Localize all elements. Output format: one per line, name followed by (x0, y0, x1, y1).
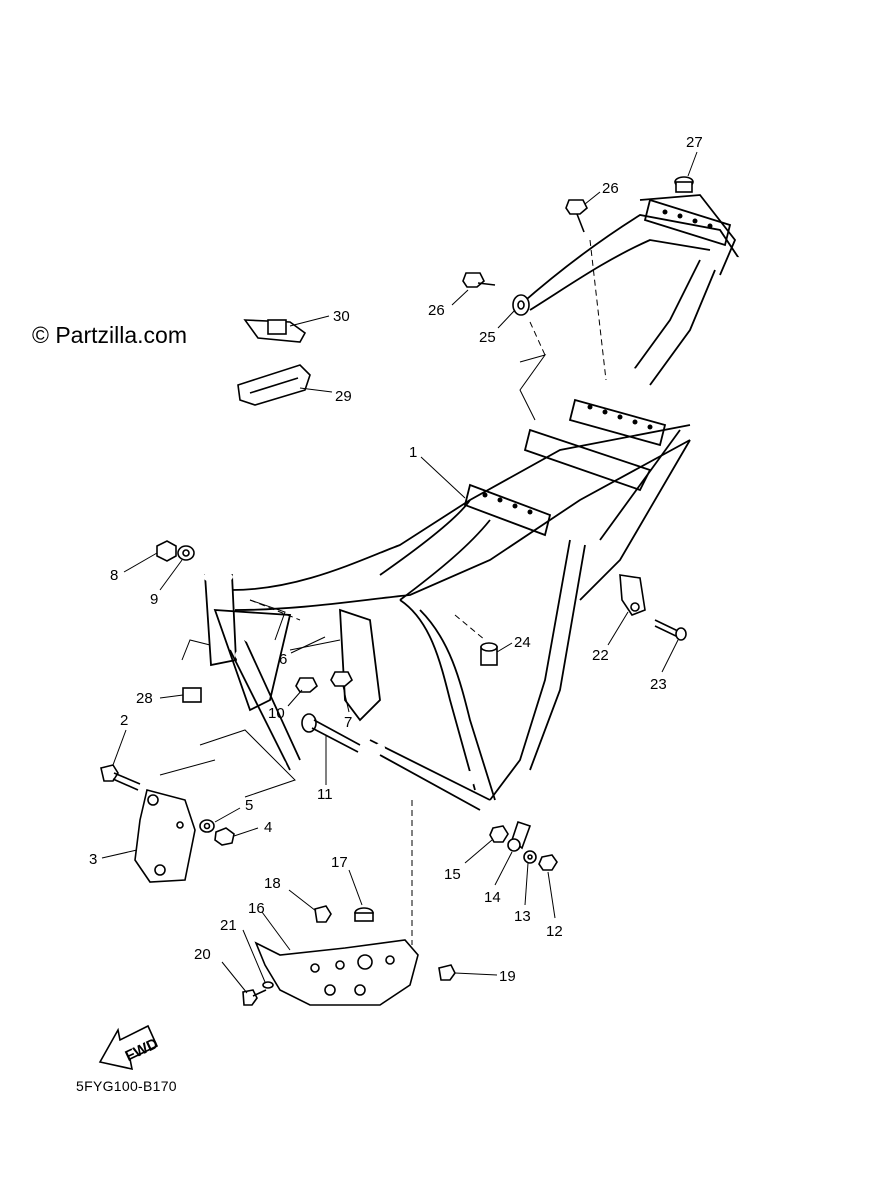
part-washer-5 (199, 819, 215, 833)
part-pad-29 (237, 364, 311, 406)
callout-29: 29 (335, 388, 352, 405)
callout-19: 19 (499, 968, 516, 985)
callout-18: 18 (264, 875, 281, 892)
callout-1: 1 (409, 444, 417, 461)
part-collar-25 (512, 294, 530, 316)
callout-3: 3 (89, 851, 97, 868)
callout-30: 30 (333, 308, 350, 325)
rear-subframe (519, 194, 744, 391)
part-long-bolt-11 (301, 713, 361, 753)
fwd-arrow-icon: FWD (98, 1024, 161, 1071)
part-sensor-28 (182, 687, 202, 703)
part-nut-12 (538, 854, 558, 871)
callout-22: 22 (592, 647, 609, 664)
part-bolt-20 (242, 989, 267, 1006)
callout-23: 23 (650, 676, 667, 693)
catalog-code: 5FYG100-B170 (76, 1078, 177, 1094)
part-plate-14 (507, 820, 532, 852)
callout-13: 13 (514, 908, 531, 925)
callout-16: 16 (248, 900, 265, 917)
part-washer-13 (523, 850, 537, 864)
part-cap-17 (354, 907, 374, 922)
part-bolt-18 (314, 905, 332, 923)
alignment-lines (159, 239, 607, 945)
part-bolt-27 (674, 176, 694, 193)
callout-9: 9 (150, 591, 158, 608)
callout-12: 12 (546, 923, 563, 940)
part-bolt-26-lower (462, 272, 496, 288)
callout-7: 7 (344, 714, 352, 731)
callout-27: 27 (686, 134, 703, 151)
part-nut-8 (156, 540, 177, 562)
callout-21: 21 (220, 917, 237, 934)
leader-lines (101, 151, 698, 994)
callout-24: 24 (514, 634, 531, 651)
callout-20: 20 (194, 946, 211, 963)
part-collar-24 (480, 642, 498, 666)
watermark: © Partzilla.com (32, 322, 187, 348)
callout-14: 14 (484, 889, 501, 906)
callout-8: 8 (110, 567, 118, 584)
callout-28: 28 (136, 690, 153, 707)
part-nut-4 (214, 827, 235, 846)
callout-17: 17 (331, 854, 348, 871)
callout-26-lower: 26 (428, 302, 445, 319)
part-bolt-7 (330, 671, 353, 687)
callout-25: 25 (479, 329, 496, 346)
part-bracket-22 (619, 574, 646, 616)
callout-5: 5 (245, 797, 253, 814)
callout-4: 4 (264, 819, 272, 836)
part-washer-21 (262, 981, 274, 989)
part-clip-30 (243, 319, 307, 343)
part-nut-15 (489, 825, 509, 843)
callout-10: 10 (268, 705, 285, 722)
part-bolt-26-upper (565, 199, 588, 233)
part-skid-plate-16 (254, 939, 419, 1006)
part-bolt-2 (100, 764, 141, 791)
callout-6: 6 (279, 651, 287, 668)
part-washer-9 (177, 545, 195, 561)
part-bracket-3 (134, 789, 196, 883)
callout-11: 11 (317, 786, 333, 803)
callout-2: 2 (120, 712, 128, 729)
main-frame (203, 398, 691, 811)
callout-15: 15 (444, 866, 461, 883)
part-bolt-10 (295, 677, 318, 693)
callout-26-upper: 26 (602, 180, 619, 197)
part-bolt-23 (654, 619, 687, 641)
callout-labels: 1 2 3 4 5 6 7 8 9 10 11 12 13 14 15 16 1… (89, 134, 703, 985)
part-bolt-19 (438, 964, 456, 981)
